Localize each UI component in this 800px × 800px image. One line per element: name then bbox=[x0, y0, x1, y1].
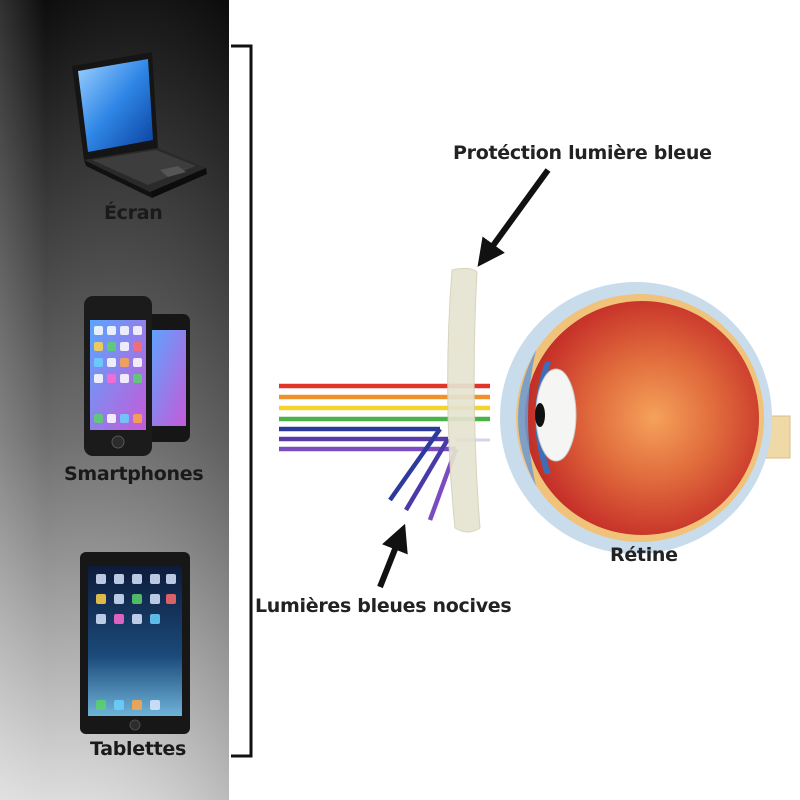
device-bracket bbox=[231, 44, 253, 758]
eyeball bbox=[525, 301, 759, 535]
tablet-icon bbox=[80, 552, 190, 734]
laptop-icon bbox=[72, 52, 207, 198]
cornea bbox=[518, 350, 536, 486]
device-label-smartphones: Smartphones bbox=[64, 463, 204, 485]
retina-label: Rétine bbox=[610, 544, 678, 566]
device-label-screen: Écran bbox=[104, 202, 163, 224]
protection-label: Protéction lumière bleue bbox=[453, 142, 712, 164]
harmful-light-arrow bbox=[377, 523, 408, 589]
ray-blue-reflected bbox=[388, 427, 442, 502]
smartphone-icon bbox=[84, 296, 190, 456]
protective-lens bbox=[447, 267, 481, 533]
device-label-tablets: Tablettes bbox=[90, 738, 186, 760]
pupil bbox=[535, 403, 545, 427]
ray-indigo-reflected bbox=[404, 437, 450, 512]
eye-diagram bbox=[500, 282, 791, 554]
harmful-light-label: Lumières bleues nocives bbox=[255, 595, 512, 617]
protection-arrow bbox=[477, 168, 551, 267]
